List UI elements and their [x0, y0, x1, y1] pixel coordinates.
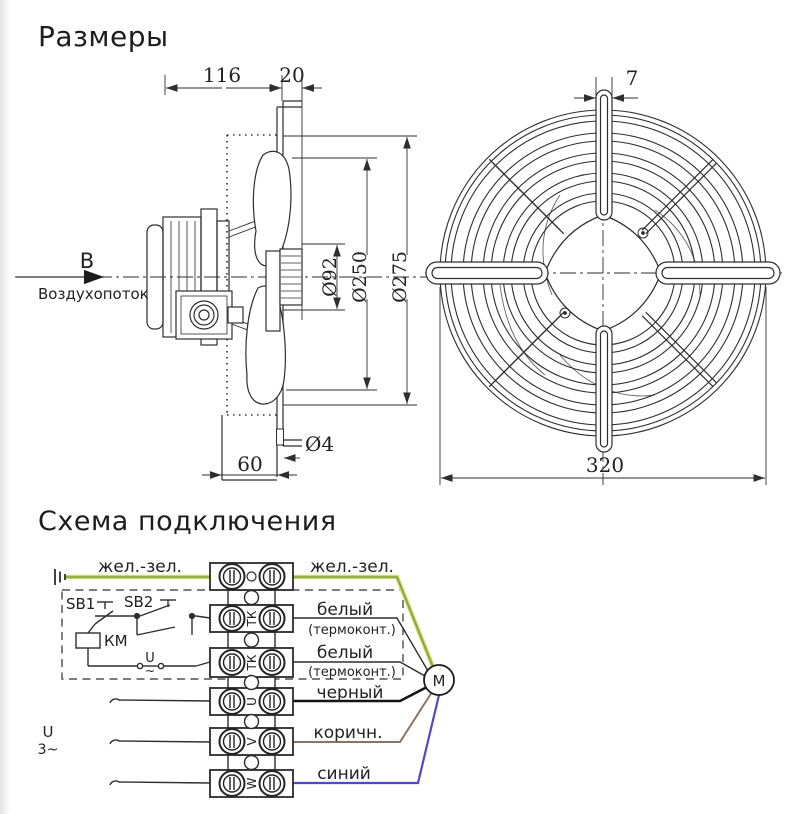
black-wire-label: черный — [317, 683, 384, 703]
impeller-hub — [265, 248, 303, 332]
terminal-mark-tk1: ТК — [245, 610, 259, 627]
dim-20-text: 20 — [279, 63, 304, 87]
sb2-button — [139, 599, 176, 617]
dim-60-d4 — [202, 454, 300, 479]
pe-wire-core — [66, 576, 434, 668]
black-wire — [293, 685, 428, 703]
blue-wire — [293, 694, 441, 785]
dim-d92-text: Ø92 — [319, 257, 341, 297]
terminal-mark-v: V — [245, 737, 259, 746]
terminal-screws — [218, 563, 286, 797]
white-wire-2 — [293, 661, 426, 677]
view-letter: В — [80, 249, 94, 273]
section-title-wiring: Схема подключения — [38, 506, 337, 537]
bracket-right — [655, 261, 781, 285]
bracket-left — [425, 261, 549, 285]
supply-line-1 — [109, 698, 211, 704]
dim-d275-text: Ø275 — [389, 251, 411, 303]
mounting-brackets — [425, 89, 781, 453]
motor-terminal-box — [175, 290, 244, 340]
dim-7-text: 7 — [626, 66, 639, 90]
km-label: КМ — [104, 632, 128, 650]
impeller-blades — [245, 150, 292, 405]
motor-letter: M — [433, 672, 446, 690]
dim-d275 — [283, 135, 417, 406]
dim-d250-text: Ø250 — [349, 251, 371, 303]
blue-wire-label: синий — [317, 764, 371, 784]
pe-label-left: жел.-зел. — [98, 557, 182, 577]
white-wire-1-label: белый — [317, 600, 373, 620]
sb1-button — [94, 601, 114, 625]
terminal-strip: ТК ТК U V W — [209, 562, 294, 798]
dim-116-text: 116 — [203, 63, 241, 87]
supply-lines — [109, 698, 211, 786]
brown-wire-label: коричн. — [313, 723, 382, 743]
supply-u-label: U — [43, 723, 54, 741]
km-aux-contact — [136, 616, 193, 636]
supply-line-3 — [109, 780, 211, 786]
mounting-hole — [276, 428, 284, 446]
scan-edge-shadow — [0, 0, 10, 814]
km-coil — [75, 632, 101, 649]
front-view — [425, 77, 782, 485]
motor-symbol: M — [423, 664, 455, 696]
source-terminal-2 — [157, 662, 165, 670]
ground-icon — [54, 569, 66, 585]
bracket-bottom — [595, 325, 613, 453]
dim-60-text: 60 — [237, 452, 262, 476]
sb1-label: SB1 — [66, 595, 95, 613]
supply-3ph-label: 3~ — [38, 742, 59, 758]
dim-7 — [574, 77, 638, 105]
dim-320 — [439, 287, 767, 485]
control-circuit — [75, 599, 211, 670]
guard-spokes — [488, 158, 718, 388]
white-wire-2-label: белый — [317, 643, 373, 663]
bracket-top — [595, 89, 613, 221]
white-wire-1 — [293, 617, 429, 672]
source-terminal-1 — [136, 662, 144, 670]
u-tilde: ~ — [145, 664, 155, 678]
section-title-dimensions: Размеры — [38, 20, 169, 53]
dim-d4-text: Ø4 — [305, 432, 334, 456]
dimensions-drawing: В Воздухопоток 116 20 Ø92 Ø250 Ø275 60 Ø… — [15, 63, 782, 485]
u-source-label: U — [145, 651, 155, 666]
wiring-diagram: ТК ТК U V W M жел.-зел. жел.-зел. SB1 SB… — [38, 557, 455, 798]
supply-line-2 — [109, 739, 211, 745]
brown-wire — [293, 691, 433, 743]
wires — [66, 574, 441, 786]
sb2-label: SB2 — [124, 593, 153, 611]
terminal-mark-tk2: ТК — [245, 654, 259, 671]
dim-320-text: 320 — [586, 453, 624, 477]
white-wire-1-note: (термоконт.) — [308, 623, 396, 638]
white-wire-2-note: (термоконт.) — [308, 665, 396, 680]
hub-bolts — [559, 227, 649, 319]
dim-116-20 — [164, 70, 322, 320]
dim-d250 — [286, 157, 377, 391]
airflow-label: Воздухопоток — [38, 285, 149, 303]
pe-label-right: жел.-зел. — [310, 557, 394, 577]
terminal-mark-u: U — [245, 697, 259, 706]
side-view — [15, 70, 438, 481]
terminal-mark-w: W — [245, 777, 259, 789]
dim-d92 — [283, 243, 345, 311]
